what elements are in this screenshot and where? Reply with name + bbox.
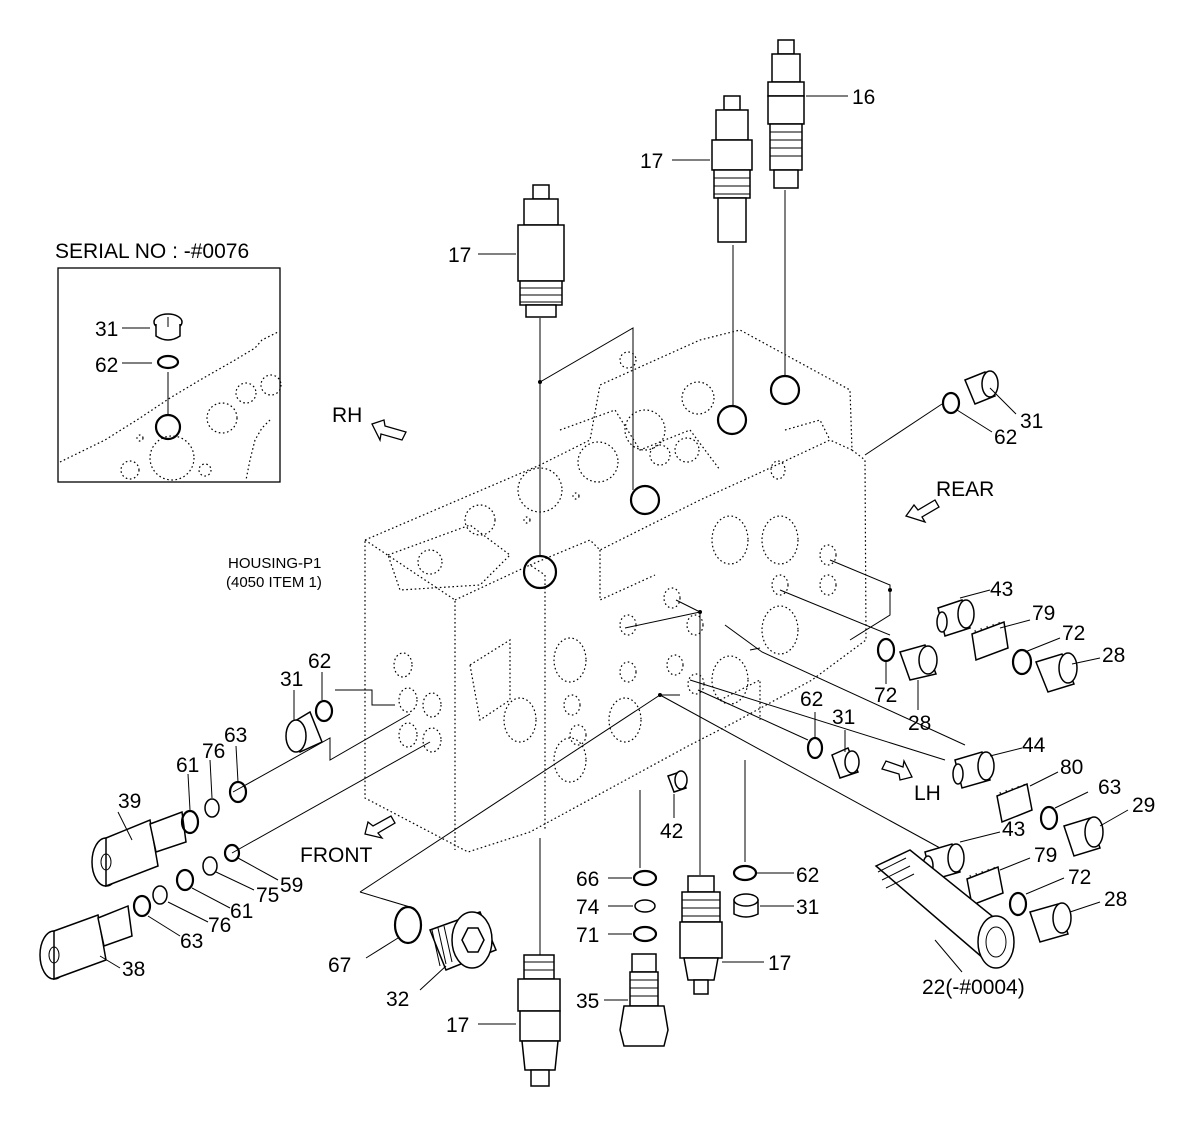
lh-label: LH — [914, 782, 941, 805]
inset-block-edge — [59, 331, 279, 463]
label-17-top-left: 17 — [448, 244, 471, 267]
rear-label: REAR — [936, 478, 994, 501]
valve-35-stack: 66 74 71 35 — [576, 868, 669, 1047]
label-17-bottom: 17 — [446, 1014, 469, 1037]
label-80: 80 — [1060, 756, 1083, 779]
plug-31-mid: 62 31 — [800, 688, 860, 779]
label-79-lower: 79 — [1034, 844, 1057, 867]
front-label: FRONT — [300, 844, 372, 867]
plug-31-left: 31 62 — [280, 650, 334, 754]
inset-label-31: 31 — [95, 318, 118, 341]
inset-label-62: 62 — [95, 354, 118, 377]
piston-22: 22(-#0004) — [874, 849, 1025, 999]
inset-port — [154, 413, 182, 441]
label-17-bottom-right: 17 — [768, 952, 791, 975]
label-72-mid: 72 — [874, 684, 897, 707]
label-39: 39 — [118, 790, 141, 813]
label-28-mid: 28 — [908, 712, 931, 735]
label-76-upper: 76 — [202, 740, 225, 763]
serial-inset: SERIAL NO : -#0076 31 62 — [55, 240, 282, 483]
label-62-bottom: 62 — [796, 864, 819, 887]
assembly-lines — [231, 190, 966, 955]
label-63-lower: 63 — [180, 930, 203, 953]
label-44: 44 — [1022, 734, 1046, 757]
plug-31-top-right: 31 62 — [941, 370, 1043, 449]
label-32: 32 — [386, 988, 409, 1011]
label-72-upper: 72 — [1062, 622, 1085, 645]
relief-valve-17-bottom: 17 — [446, 954, 561, 1087]
label-38: 38 — [122, 958, 145, 981]
housing-note-line2: (4050 ITEM 1) — [226, 574, 322, 591]
label-42: 42 — [660, 820, 683, 843]
label-66: 66 — [576, 868, 599, 891]
label-79-upper: 79 — [1032, 602, 1055, 625]
label-67: 67 — [328, 954, 351, 977]
label-63-left: 63 — [224, 724, 247, 747]
rh-arrow-icon — [371, 419, 407, 443]
label-62-mid: 62 — [800, 688, 823, 711]
label-62-left: 62 — [308, 650, 331, 673]
plug-31-bottom: 62 31 — [732, 864, 819, 919]
housing-port-top — [522, 554, 558, 590]
label-22: 22(-#0004) — [922, 976, 1025, 999]
housing-note-line1: HOUSING-P1 — [228, 555, 321, 572]
label-72-lower: 72 — [1068, 866, 1091, 889]
label-16: 16 — [852, 86, 875, 109]
label-31-top-right: 31 — [1020, 410, 1043, 433]
label-61-upper: 61 — [176, 754, 199, 777]
label-59: 59 — [280, 874, 303, 897]
label-17-top-mid: 17 — [640, 150, 663, 173]
label-35: 35 — [576, 990, 599, 1013]
label-74: 74 — [576, 896, 600, 919]
relief-valve-17-top-left: 17 — [448, 184, 565, 318]
label-29: 29 — [1132, 794, 1155, 817]
label-43-upper: 43 — [990, 578, 1013, 601]
rear-arrow-icon — [904, 499, 940, 524]
relief-valve-17-bottom-right: 17 — [679, 875, 791, 995]
housing-outline — [364, 329, 867, 853]
plug-28-mid: 72 28 — [874, 637, 938, 735]
plug-32: 67 32 — [328, 905, 497, 1011]
spool-assembly-mid-right: 44 80 63 29 — [952, 734, 1155, 857]
housing-block — [364, 329, 867, 853]
inset-frame — [57, 267, 281, 483]
lh-arrow-icon — [881, 758, 913, 781]
front-arrow-icon — [364, 815, 396, 840]
label-43-lower: 43 — [1002, 818, 1025, 841]
label-28-upper: 28 — [1102, 644, 1125, 667]
label-31-bottom: 31 — [796, 896, 819, 919]
label-61-lower: 61 — [230, 900, 253, 923]
spool-assembly-upper-right: 43 79 72 28 — [936, 578, 1125, 693]
direction-indicators: RH REAR LH FRONT — [300, 404, 994, 867]
rh-label: RH — [332, 404, 362, 427]
spool-39: 39 61 76 63 — [91, 724, 247, 888]
label-75: 75 — [256, 884, 279, 907]
label-31-left: 31 — [280, 668, 303, 691]
inset-plug-31 — [153, 313, 183, 341]
label-71: 71 — [576, 924, 599, 947]
label-76-lower: 76 — [208, 914, 231, 937]
label-28-lower: 28 — [1104, 888, 1127, 911]
label-62-top-right: 62 — [994, 426, 1017, 449]
spool-38: 38 63 76 61 75 59 — [39, 843, 303, 981]
plug-42: 42 — [660, 770, 688, 843]
label-31-mid: 31 — [832, 706, 855, 729]
label-63-right: 63 — [1098, 776, 1121, 799]
relief-valve-16: 16 — [767, 39, 875, 189]
inset-oring-62 — [156, 354, 180, 370]
inset-title: SERIAL NO : -#0076 — [55, 240, 249, 263]
relief-valve-17-top-mid: 17 — [640, 95, 753, 243]
